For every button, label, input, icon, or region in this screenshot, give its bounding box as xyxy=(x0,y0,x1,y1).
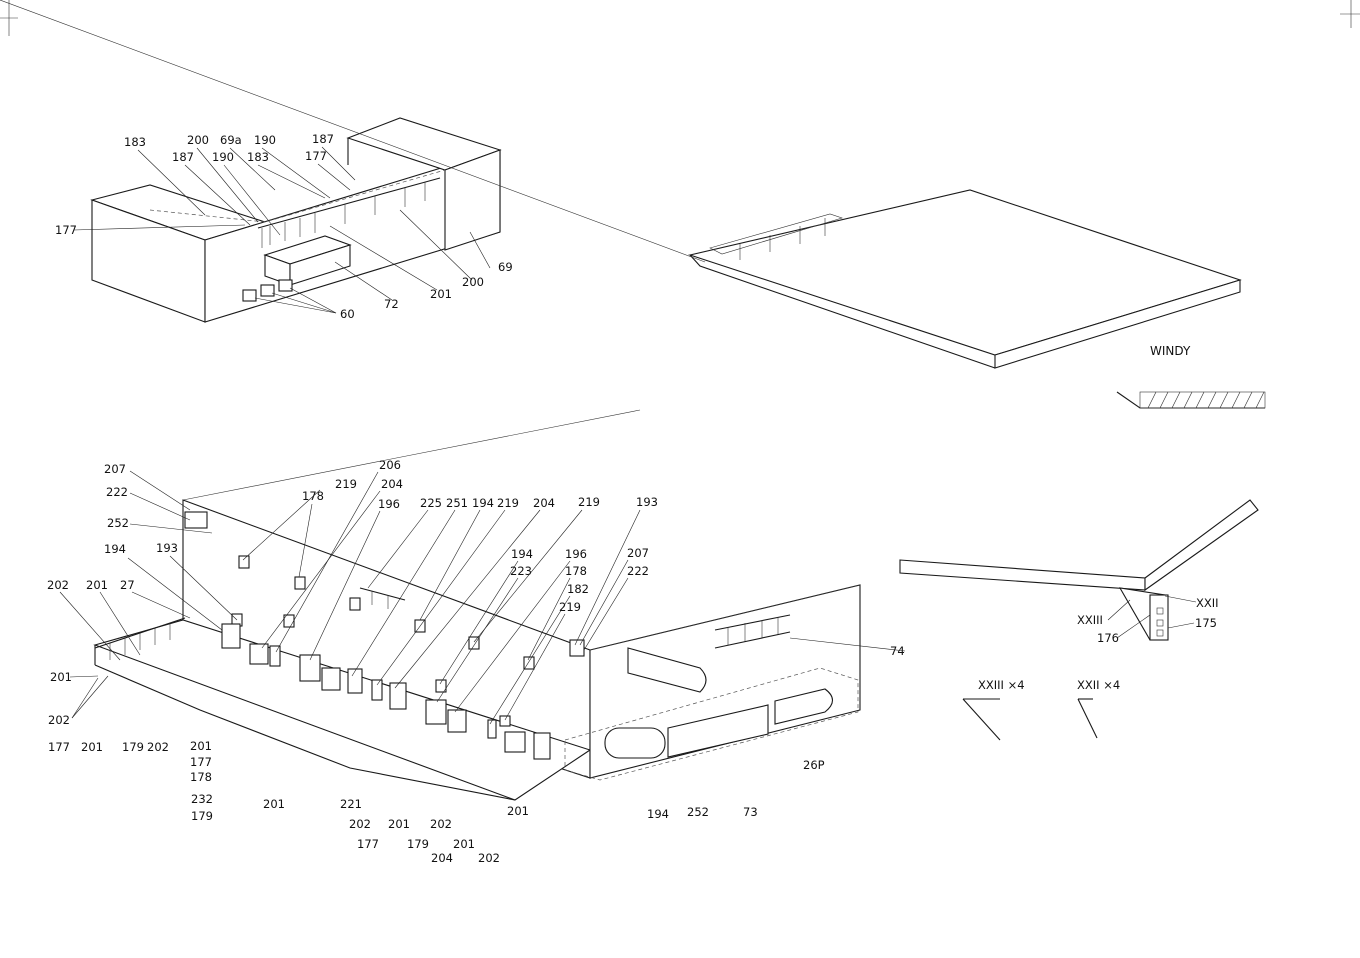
label-177: 177 xyxy=(48,740,70,754)
label-XXII: XXII xyxy=(1196,596,1219,610)
label-187: 187 xyxy=(312,132,334,146)
label-190: 190 xyxy=(254,133,276,147)
label-179c: 179 xyxy=(407,837,429,851)
label-190b: 190 xyxy=(212,150,234,164)
label-252: 252 xyxy=(107,516,129,530)
label-196: 196 xyxy=(378,497,400,511)
label-219d: 219 xyxy=(559,600,581,614)
label-72: 72 xyxy=(384,297,399,311)
label-183b: 183 xyxy=(247,150,269,164)
label-204: 204 xyxy=(381,477,403,491)
label-187b: 187 xyxy=(172,150,194,164)
label-219c: 219 xyxy=(578,495,600,509)
sheet-title: WINDY xyxy=(1150,344,1191,358)
label-201c: 201 xyxy=(81,740,103,754)
label-73: 73 xyxy=(743,805,758,819)
label-69a: 69a xyxy=(220,133,242,147)
label-194b: 194 xyxy=(472,496,494,510)
label-201e: 201 xyxy=(263,797,285,811)
label-193b: 193 xyxy=(636,495,658,509)
label-201h: 201 xyxy=(507,804,529,818)
label-178c: 178 xyxy=(190,770,212,784)
label-194: 194 xyxy=(104,542,126,556)
label-201: 201 xyxy=(430,287,452,301)
lower-leaders xyxy=(59,470,906,725)
label-202d: 202 xyxy=(349,817,371,831)
label-200: 200 xyxy=(187,133,209,147)
label-202: 202 xyxy=(47,578,69,592)
label-232: 232 xyxy=(191,792,213,806)
label-175: 175 xyxy=(1195,616,1217,630)
label-XXIII: XXIII xyxy=(1077,613,1103,627)
label-194c: 194 xyxy=(511,547,533,561)
label-177b: 177 xyxy=(55,223,77,237)
label-202c: 202 xyxy=(147,740,169,754)
label-74: 74 xyxy=(890,644,905,658)
hatched-symbol xyxy=(1116,391,1266,409)
strut-assembly xyxy=(899,499,1259,741)
top-left-labels: 183 200 69a 190 187 187 190 183 177 177 … xyxy=(55,132,513,321)
label-219: 219 xyxy=(335,477,357,491)
label-201f: 201 xyxy=(388,817,410,831)
label-252b: 252 xyxy=(687,805,709,819)
label-219b: 219 xyxy=(497,496,519,510)
label-178b: 178 xyxy=(565,564,587,578)
label-XXIII-x4: XXIII ×4 xyxy=(978,678,1025,692)
label-204c: 204 xyxy=(431,851,453,865)
railing xyxy=(257,177,441,245)
label-202e: 202 xyxy=(430,817,452,831)
label-222: 222 xyxy=(106,485,128,499)
label-206: 206 xyxy=(379,458,401,472)
label-225: 225 xyxy=(420,496,442,510)
label-200b: 200 xyxy=(462,275,484,289)
label-177c: 177 xyxy=(357,837,379,851)
label-222b: 222 xyxy=(627,564,649,578)
label-60: 60 xyxy=(340,307,355,321)
label-202b: 202 xyxy=(48,713,70,727)
label-201d: 201 xyxy=(190,739,212,753)
label-179b: 179 xyxy=(191,809,213,823)
label-196b: 196 xyxy=(565,547,587,561)
label-221: 221 xyxy=(340,797,362,811)
railings xyxy=(94,587,791,660)
label-204b: 204 xyxy=(533,496,555,510)
label-27: 27 xyxy=(120,578,135,592)
upper-hull-assembly xyxy=(90,117,502,323)
label-69: 69 xyxy=(498,260,513,274)
label-183: 183 xyxy=(124,135,146,149)
label-194d: 194 xyxy=(647,807,669,821)
label-177b: 177 xyxy=(190,755,212,769)
label-201: 201 xyxy=(86,578,108,592)
label-223: 223 xyxy=(510,564,532,578)
label-179: 179 xyxy=(122,740,144,754)
label-207b: 207 xyxy=(627,546,649,560)
label-182: 182 xyxy=(567,582,589,596)
label-207: 207 xyxy=(104,462,126,476)
label-193: 193 xyxy=(156,541,178,555)
lower-hull-assembly xyxy=(93,409,861,801)
top-left-leaders xyxy=(73,146,491,314)
deck-panel xyxy=(0,0,1242,369)
label-176: 176 xyxy=(1097,631,1119,645)
right-labels: XXII XXIII 176 175 XXIII ×4 XXII ×4 xyxy=(978,595,1219,692)
label-201b: 201 xyxy=(50,670,72,684)
label-251: 251 xyxy=(446,496,468,510)
lower-labels: 207 222 252 194 193 202 201 27 178 219 2… xyxy=(47,458,905,865)
label-202f: 202 xyxy=(478,851,500,865)
crop-marks xyxy=(0,0,1360,36)
label-201g: 201 xyxy=(453,837,475,851)
label-26P: 26P xyxy=(803,758,825,772)
label-XXII-x4: XXII ×4 xyxy=(1077,678,1120,692)
label-177: 177 xyxy=(305,149,327,163)
